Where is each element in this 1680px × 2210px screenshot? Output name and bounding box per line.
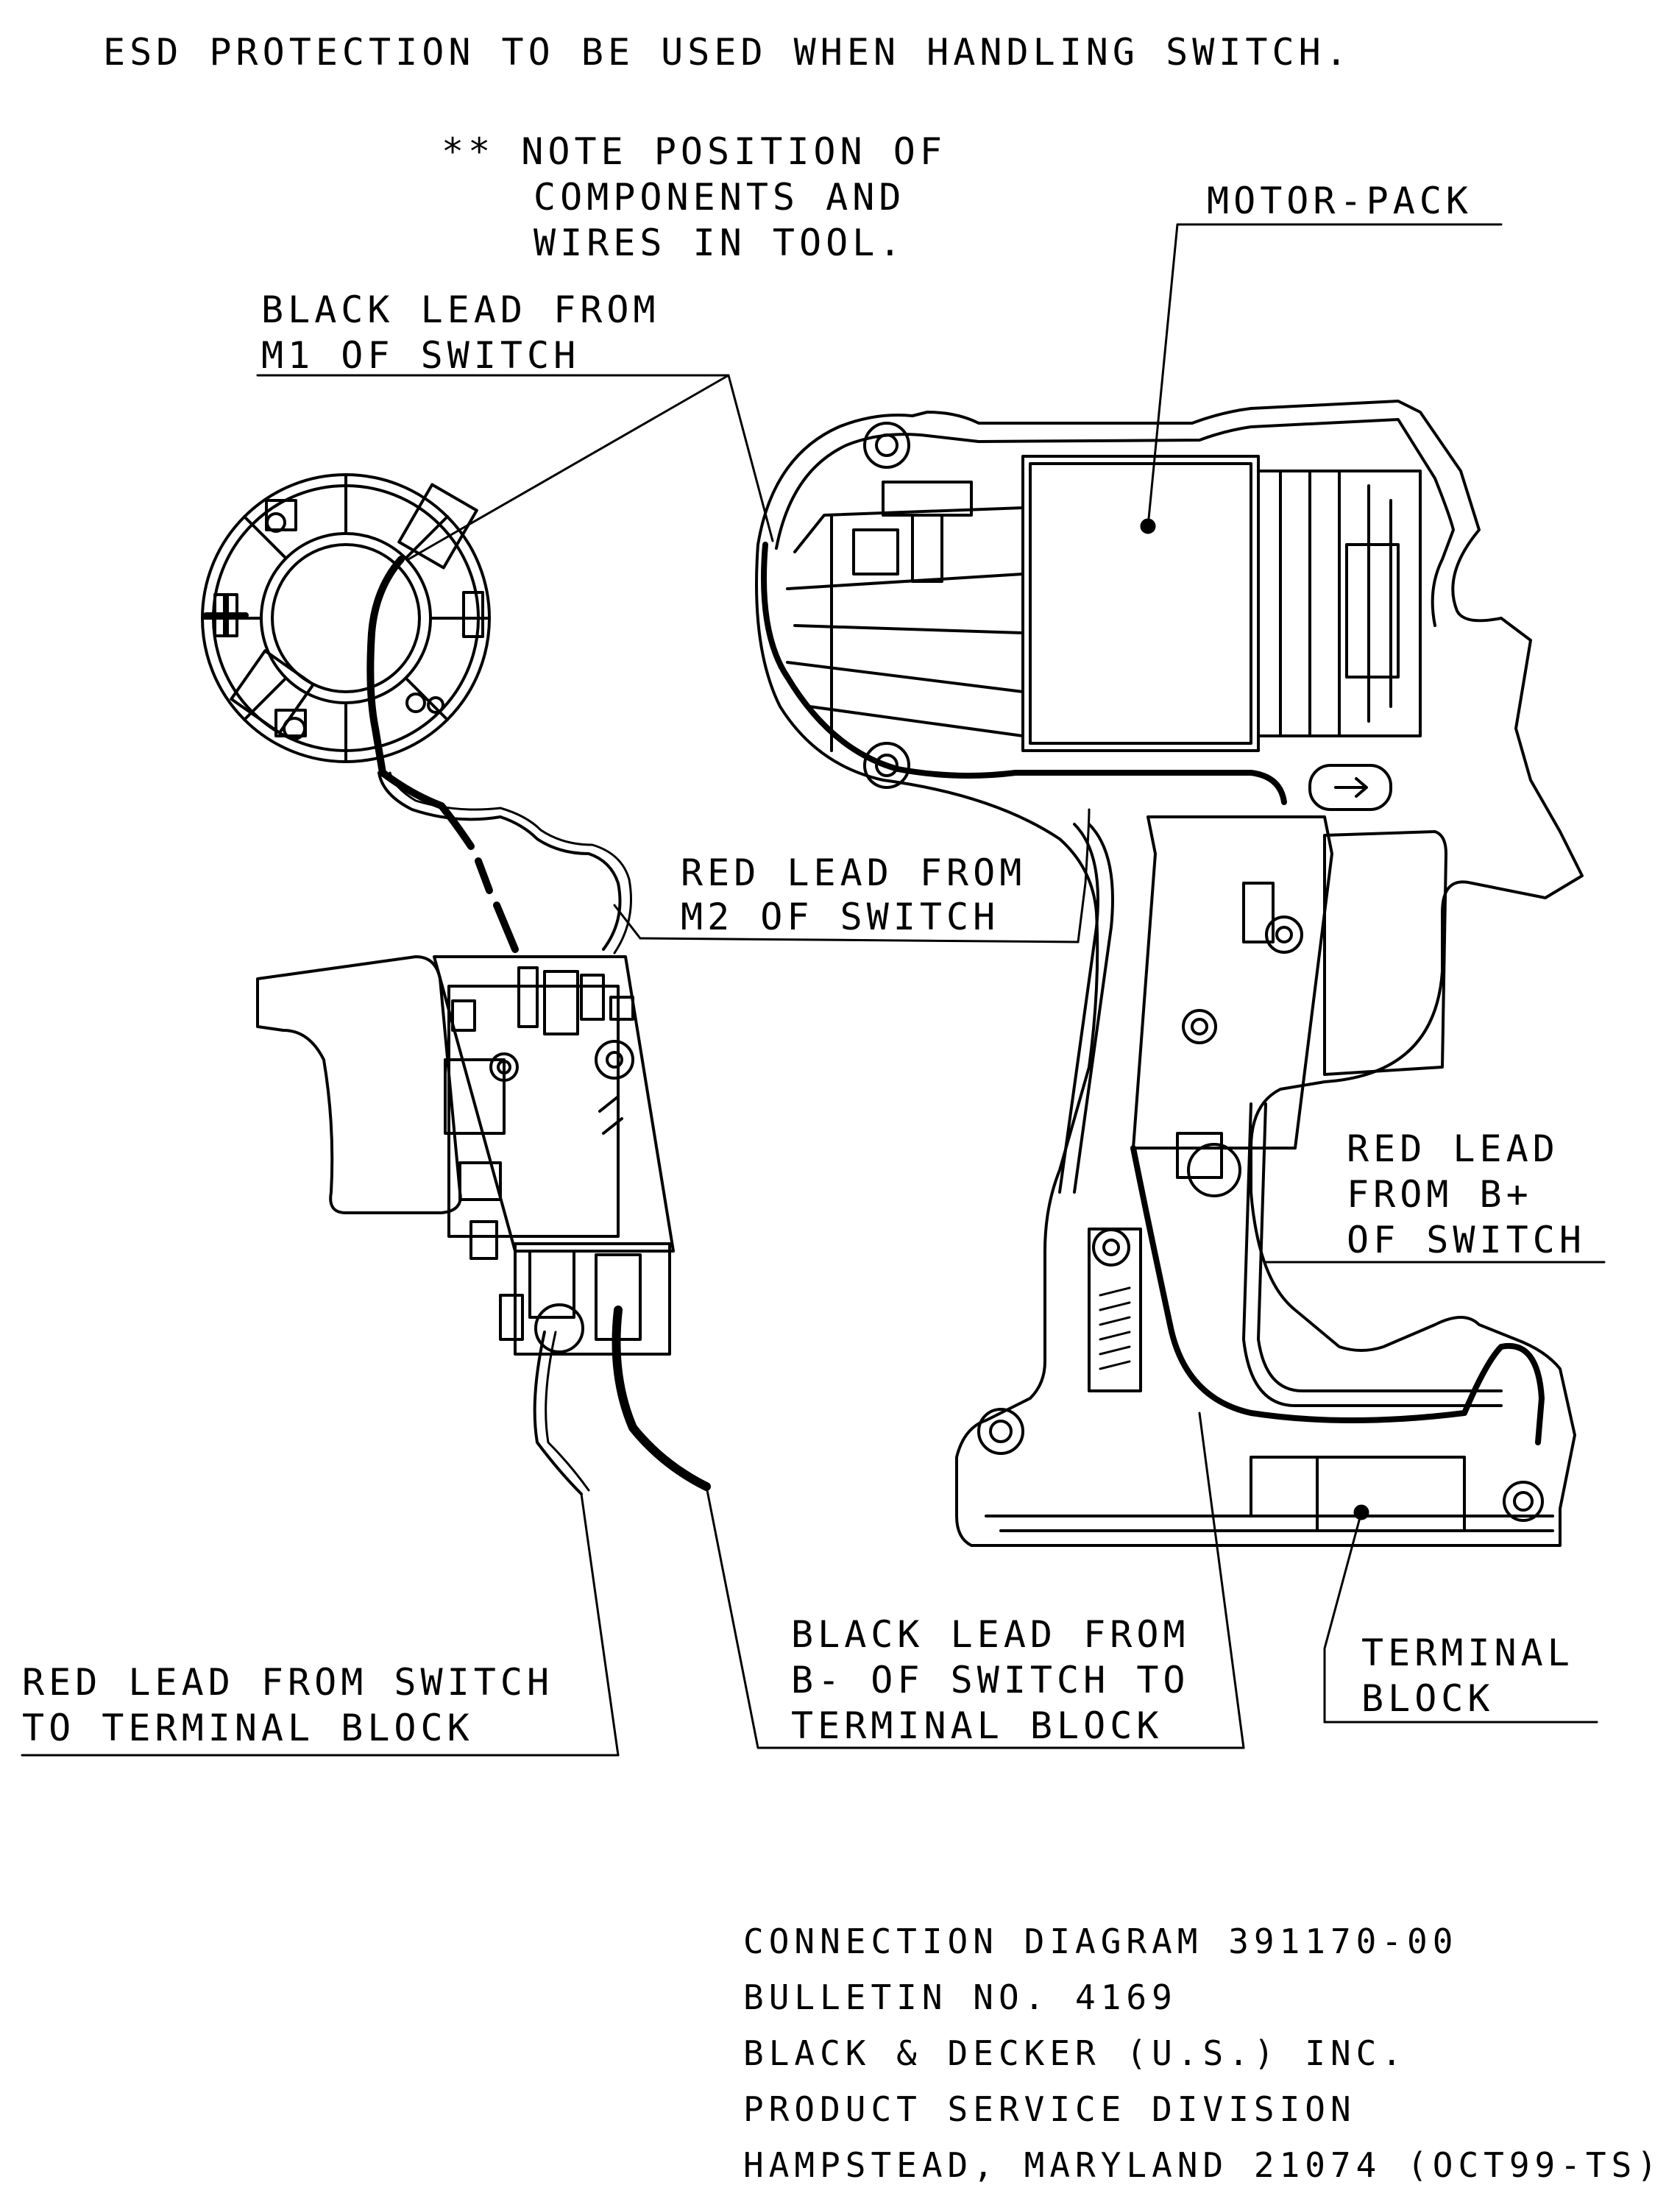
leader-lines (21, 223, 1606, 1757)
motor-end-cap (201, 473, 491, 763)
title-block: CONNECTION DIAGRAM 391170-00 BULLETIN NO… (743, 1913, 1662, 2193)
wires (366, 542, 1545, 1495)
label-black-lead-bminus-line-2: B- OF SWITCH TO (791, 1659, 1190, 1701)
label-red-lead-m2-line-2: M2 OF SWITCH (681, 896, 1000, 938)
label-red-lead-bplus-line-2: FROM B+ (1347, 1173, 1533, 1216)
label-red-lead-switch-line-1: RED LEAD FROM SWITCH (22, 1661, 554, 1704)
title-block-line-3: BLACK & DECKER (U.S.) INC. (743, 2033, 1408, 2073)
title-block-line-5: HAMPSTEAD, MARYLAND 21074 (OCT99-TS) (743, 2145, 1662, 2185)
title-block-line-4: PRODUCT SERVICE DIVISION (743, 2089, 1356, 2129)
note-line-2: COMPONENTS AND (534, 176, 906, 219)
title-block-line-2: BULLETIN NO. 4169 (743, 1977, 1177, 2017)
label-red-lead-switch-line-2: TO TERMINAL BLOCK (22, 1707, 474, 1749)
note-line-1: ** NOTE POSITION OF (442, 130, 946, 173)
label-motor-pack: MOTOR-PACK (1207, 180, 1473, 222)
esd-warning: ESD PROTECTION TO BE USED WHEN HANDLING … (103, 31, 1352, 74)
label-red-lead-bplus-line-3: OF SWITCH (1347, 1219, 1586, 1261)
label-terminal-block-line-2: BLOCK (1361, 1677, 1495, 1720)
trigger-switch (256, 955, 675, 1356)
label-black-lead-m1-line-2: M1 OF SWITCH (261, 334, 581, 377)
label-black-lead-bminus-line-3: TERMINAL BLOCK (791, 1704, 1163, 1747)
label-black-lead-bminus-line-1: BLACK LEAD FROM (791, 1613, 1190, 1656)
label-red-lead-m2-line-1: RED LEAD FROM (681, 851, 1027, 894)
label-terminal-block-line-1: TERMINAL (1361, 1632, 1574, 1674)
tool-housing (755, 400, 1584, 1547)
title-block-line-1: CONNECTION DIAGRAM 391170-00 (743, 1922, 1459, 1961)
note-line-3: WIRES IN TOOL. (534, 222, 906, 264)
label-black-lead-m1-line-1: BLACK LEAD FROM (261, 288, 660, 331)
label-red-lead-bplus-line-1: RED LEAD (1347, 1127, 1559, 1170)
